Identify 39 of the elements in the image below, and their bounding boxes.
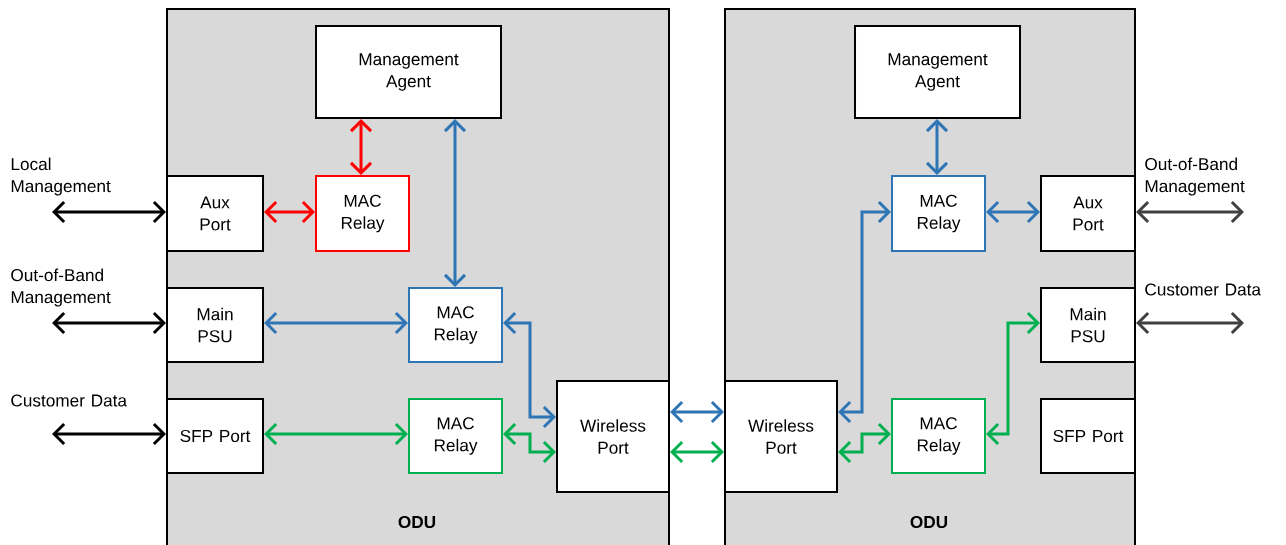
arrow	[264, 422, 408, 446]
port-label: Out-of-Band Management	[11, 268, 111, 307]
arrow	[670, 400, 724, 424]
arrow	[52, 311, 166, 335]
port-label: Local Management	[11, 157, 111, 196]
port-label: Customer Data	[1145, 283, 1261, 296]
port-box: Wireless Port	[556, 380, 670, 493]
port-box: SFP Port	[166, 398, 264, 474]
agent-box: Management Agent	[854, 25, 1021, 119]
port-box: Aux Port	[1040, 175, 1136, 252]
arrow	[264, 200, 315, 224]
power-box: Main PSU	[166, 287, 264, 363]
arrow	[443, 119, 467, 287]
arrow	[503, 422, 556, 464]
agent-box: Management Agent	[315, 25, 502, 119]
relay-box: MAC Relay	[315, 175, 410, 252]
port-box: Wireless Port	[724, 380, 838, 493]
port-box: Aux Port	[166, 175, 264, 252]
port-label: Customer Data	[11, 394, 127, 407]
relay-box: MAC Relay	[408, 398, 503, 474]
arrow	[349, 119, 373, 175]
arrow	[503, 311, 556, 429]
arrow	[838, 200, 891, 424]
arrow	[925, 119, 949, 175]
arrow	[264, 311, 408, 335]
arrow	[986, 200, 1040, 224]
arrow	[986, 311, 1040, 446]
arrow	[670, 440, 724, 464]
port-box: SFP Port	[1040, 398, 1136, 474]
arrow	[838, 422, 891, 464]
relay-box: MAC Relay	[891, 398, 986, 474]
relay-box: MAC Relay	[408, 287, 503, 363]
arrow	[52, 200, 166, 224]
arrow	[52, 422, 166, 446]
power-box: Main PSU	[1040, 287, 1136, 363]
port-label: Out-of-Band Management	[1145, 157, 1245, 196]
relay-box: MAC Relay	[891, 175, 986, 252]
arrow	[1136, 200, 1244, 224]
arrow	[1136, 311, 1244, 335]
